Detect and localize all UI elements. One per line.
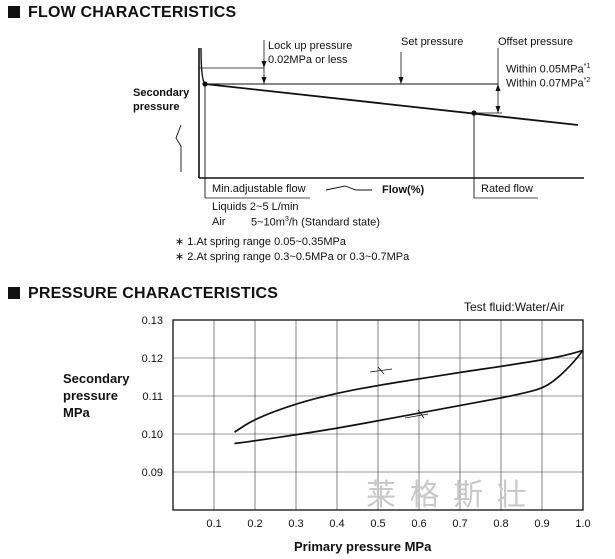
air-value-sup: 3: [284, 216, 289, 223]
lockup-arrow-down: [261, 77, 267, 84]
air-value: 5~10m3/h (Standard state): [251, 216, 380, 229]
flow-heading-text: FLOW CHARACTERISTICS: [28, 4, 237, 21]
plot-frame: [172, 319, 584, 511]
offset-1-text: Within 0.05MPa: [506, 63, 584, 76]
x-tick-label: 0.4: [329, 518, 344, 530]
chart-series: [234, 349, 584, 445]
y-axis-arrow-icon: [175, 124, 182, 172]
offset-2-text: Within 0.07MPa: [506, 77, 584, 90]
footnote-1: ∗ 1.At spring range 0.05~0.35MPa: [175, 236, 346, 248]
x-axis-arrow-icon: [325, 185, 372, 191]
offset-2-mark: *2: [583, 77, 591, 84]
air-value-post: /h (Standard state): [288, 216, 380, 229]
lockup-label: Lock up pressure: [268, 40, 353, 52]
x-tick-label: 0.6: [411, 518, 426, 530]
pressure-x-label: Primary pressure MPa: [294, 539, 432, 554]
offset-arrow-up: [495, 84, 501, 91]
pressure-section-heading: PRESSURE CHARACTERISTICS: [8, 285, 278, 303]
air-value-pre: 5~10m: [251, 216, 285, 229]
flow-axis-label: Flow(%): [382, 184, 425, 196]
y-tick-label: 0.12: [142, 353, 163, 365]
y-tick-label: 0.13: [142, 315, 163, 327]
air-label: Air: [212, 216, 226, 228]
flow-section-heading: FLOW CHARACTERISTICS: [8, 4, 236, 22]
test-fluid-label: Test fluid:Water/Air: [464, 300, 565, 314]
watermark: 莱 格 斯 壮: [366, 478, 529, 513]
set-pressure-label: Set pressure: [401, 36, 464, 48]
pressure-y-label-line3: MPa: [63, 405, 90, 420]
flow-y-label: Secondary pressure: [133, 86, 189, 114]
x-tick-label: 0.1: [206, 518, 221, 530]
offset-1: Within 0.05MPa*1: [506, 63, 590, 76]
chart-grid: [173, 320, 583, 510]
flow-y-label-line1: Secondary: [133, 87, 190, 99]
heading-square-icon: [8, 287, 20, 299]
offset-arrow-down: [495, 106, 501, 113]
start-point: [202, 81, 208, 87]
footnote-2: ∗ 2.At spring range 0.3~0.5MPa or 0.3~0.…: [175, 251, 410, 263]
x-tick-label: 0.5: [370, 518, 385, 530]
chart-ticks: 0.1 0.2 0.3 0.4 0.5 0.6 0.7 0.8 0.9 1.0 0.13 0.12 0.…: [142, 315, 591, 530]
series-line-decreasing: [234, 349, 584, 445]
x-tick-label: 0.2: [247, 518, 262, 530]
offset-label: Offset pressure: [498, 36, 573, 48]
flow-y-label-line2: pressure: [133, 101, 180, 113]
pressure-y-label-line1: Secondary: [63, 371, 130, 386]
y-tick-label: 0.09: [142, 467, 163, 479]
pressure-y-label: Secondary pressure MPa: [63, 370, 129, 421]
x-tick-label: 0.3: [288, 518, 303, 530]
pressure-heading-text: PRESSURE CHARACTERISTICS: [28, 285, 279, 302]
lockup-arrow-up: [261, 61, 267, 68]
min-flow-label: Min.adjustable flow: [212, 183, 306, 195]
x-tick-label: 1.0: [575, 518, 590, 530]
pressure-y-label-line2: pressure: [63, 388, 118, 403]
heading-square-icon: [8, 6, 20, 18]
x-tick-label: 0.9: [534, 518, 549, 530]
offset-2: Within 0.07MPa*2: [506, 77, 590, 90]
increasing-arrow-icon: [369, 366, 393, 375]
x-tick-label: 0.7: [452, 518, 467, 530]
series-line-increasing: [234, 349, 584, 433]
x-tick-label: 0.8: [493, 518, 508, 530]
lockup-value: 0.02MPa or less: [268, 54, 348, 66]
y-tick-label: 0.10: [142, 429, 163, 441]
offset-1-mark: *1: [583, 63, 591, 70]
liquids-text: Liquids 2~5 L/min: [212, 201, 299, 213]
flow-characteristic-line: [204, 83, 579, 126]
set-pressure-arrow: [398, 77, 404, 84]
decreasing-arrow-icon: [404, 409, 429, 419]
y-tick-label: 0.11: [142, 391, 163, 403]
rated-flow-label: Rated flow: [481, 183, 533, 195]
